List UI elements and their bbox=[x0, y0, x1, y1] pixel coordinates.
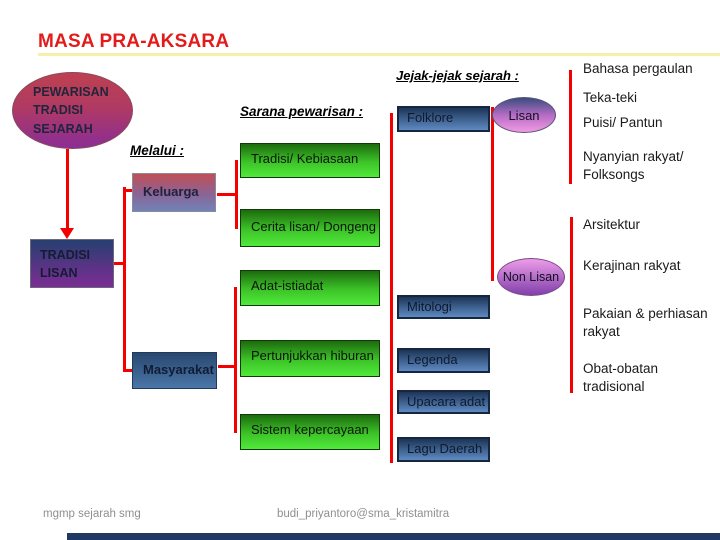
connector-keluarga-left-stub bbox=[123, 189, 132, 192]
tradisi-lisan-box: TRADISI LISAN bbox=[30, 239, 114, 288]
arrow-down-icon bbox=[60, 228, 74, 239]
jejak-jejak-sejarah-label: Jejak-jejak sejarah : bbox=[396, 68, 519, 83]
connector-tradisi-stub bbox=[114, 262, 125, 265]
jejak-box-upacara-adat: Upacara adat bbox=[397, 390, 490, 414]
connector-lisan-divider-line bbox=[491, 107, 494, 281]
lisan-ellipse: Lisan bbox=[492, 97, 556, 133]
jejak-box-mitologi: Mitologi bbox=[397, 295, 490, 319]
title-divider-line bbox=[38, 53, 720, 56]
lisan-item-teka-teki: Teka-teki bbox=[583, 90, 638, 105]
footer-email: budi_priyantoro@sma_kristamitra bbox=[277, 508, 450, 520]
connector-masyarakat-left-stub bbox=[123, 369, 132, 372]
lisan-item-puisi-pantun: Puisi/ Pantun bbox=[583, 115, 663, 130]
connector-jejak-column-line bbox=[390, 113, 393, 463]
connector-keluarga-right-stub bbox=[217, 193, 237, 196]
footer-author: mgmp sejarah smg bbox=[43, 508, 141, 520]
nonlisan-item-kerajinan-rakyat: Kerajinan rakyat bbox=[583, 258, 681, 273]
non-lisan-ellipse: Non Lisan bbox=[497, 258, 565, 296]
lisan-item-nyanyian-rakyat: Nyanyian rakyat/ Folksongs bbox=[583, 149, 684, 182]
masyarakat-box: Masyarakat bbox=[132, 352, 217, 389]
connector-masyarakat-right-stub bbox=[218, 365, 237, 368]
connector-nonlisan-list-line bbox=[570, 217, 573, 393]
jejak-box-folklore: Folklore bbox=[397, 106, 490, 132]
keluarga-box: Keluarga bbox=[132, 173, 216, 212]
bottom-bar bbox=[67, 533, 720, 540]
root-ellipse-pewarisan: PEWARISAN TRADISI SEJARAH bbox=[12, 72, 133, 149]
connector-melalui-bracket bbox=[123, 187, 126, 372]
sarana-pewarisan-label: Sarana pewarisan : bbox=[240, 104, 364, 119]
nonlisan-item-arsitektur: Arsitektur bbox=[583, 217, 641, 232]
jejak-box-legenda: Legenda bbox=[397, 348, 490, 373]
connector-root-arrow-line bbox=[66, 149, 69, 230]
sarana-box-sistem-kepercayaan: Sistem kepercayaan bbox=[240, 414, 380, 450]
lisan-item-bahasa-pergaulan: Bahasa pergaulan bbox=[583, 61, 693, 76]
connector-lisan-list-line bbox=[569, 70, 572, 184]
jejak-box-lagu-daerah: Lagu Daerah bbox=[397, 437, 490, 462]
sarana-box-pertunjukkan-hiburan: Pertunjukkan hiburan bbox=[240, 340, 380, 377]
melalui-label: Melalui : bbox=[130, 143, 185, 158]
connector-masyarakat-group-bracket bbox=[234, 287, 237, 433]
sarana-box-tradisi-kebiasaan: Tradisi/ Kebiasaan bbox=[240, 143, 380, 178]
nonlisan-item-obat-obatan: Obat-obatan tradisional bbox=[583, 361, 659, 394]
connector-keluarga-group-bracket bbox=[235, 160, 238, 229]
nonlisan-item-pakaian-perhiasan: Pakaian & perhiasan rakyat bbox=[583, 306, 708, 339]
slide-title: MASA PRA-AKSARA bbox=[38, 31, 230, 52]
sarana-box-adat-istiadat: Adat-istiadat bbox=[240, 270, 380, 306]
sarana-box-cerita-lisan: Cerita lisan/ Dongeng bbox=[240, 209, 380, 247]
